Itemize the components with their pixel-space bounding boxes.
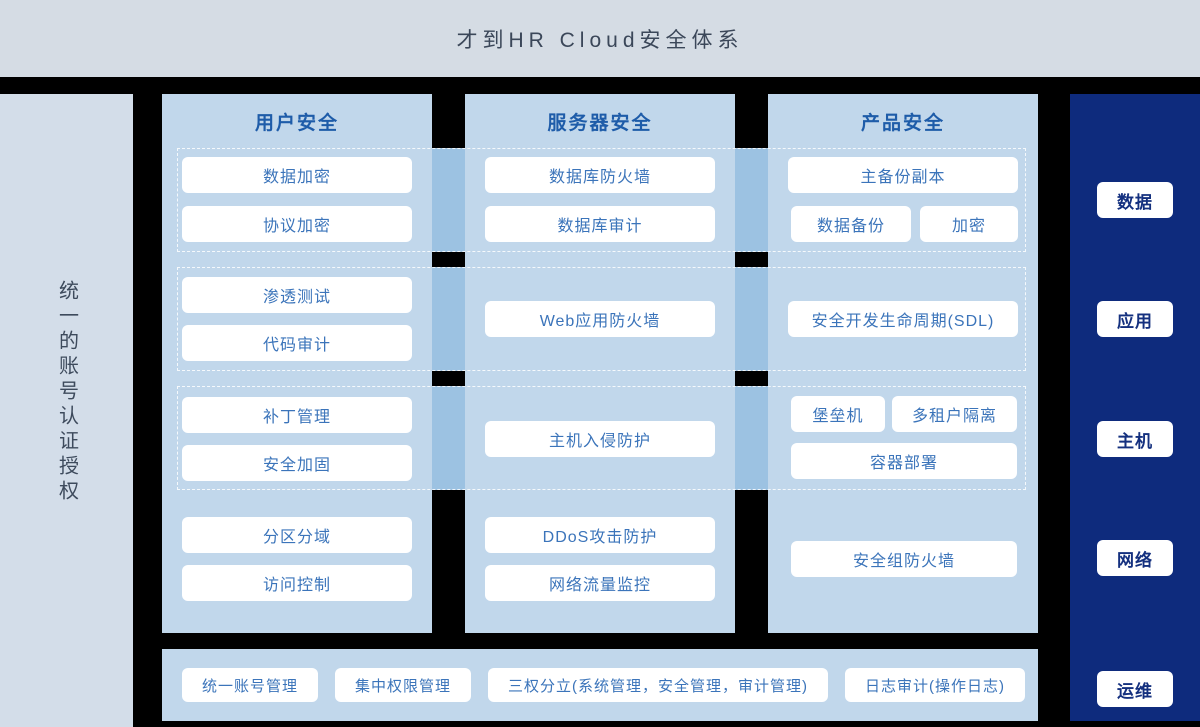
governance-centralized-permission-management: 集中权限管理 bbox=[335, 668, 472, 702]
node-ddos-protection: DDoS攻击防护 bbox=[485, 517, 715, 553]
node-penetration-testing: 渗透测试 bbox=[182, 277, 412, 313]
connector-band bbox=[735, 148, 768, 252]
node-web-application-firewall: Web应用防火墙 bbox=[485, 301, 715, 337]
connector-band bbox=[432, 386, 465, 490]
node-container-deployment: 容器部署 bbox=[791, 443, 1017, 479]
bottom-bar-governance: 统一账号管理 集中权限管理 三权分立(系统管理，安全管理，审计管理) 日志审计(… bbox=[162, 649, 1038, 721]
node-bastion-host: 堡垒机 bbox=[791, 396, 885, 432]
node-data-backup: 数据备份 bbox=[791, 206, 911, 242]
layer-chip-operations: 运维 bbox=[1097, 671, 1173, 707]
node-secure-development-lifecycle: 安全开发生命周期(SDL) bbox=[788, 301, 1018, 337]
layer-chip-application: 应用 bbox=[1097, 301, 1173, 337]
column-title: 用户安全 bbox=[254, 113, 339, 134]
layer-chip-host: 主机 bbox=[1097, 421, 1173, 457]
column-title: 产品安全 bbox=[860, 113, 945, 134]
left-sidebar-auth: 统一的账号认证授权 bbox=[0, 94, 133, 727]
node-network-traffic-monitoring: 网络流量监控 bbox=[485, 565, 715, 601]
governance-log-audit: 日志审计(操作日志) bbox=[845, 668, 1026, 702]
security-board: 用户安全 数据加密 协议加密 渗透测试 代码审计 补丁管理 安全加固 分区分域 … bbox=[162, 94, 1038, 633]
node-data-encryption: 数据加密 bbox=[182, 157, 412, 193]
node-patch-management: 补丁管理 bbox=[182, 397, 412, 433]
page-title: 才到HR Cloud安全体系 bbox=[456, 28, 744, 52]
node-partition-zoning: 分区分域 bbox=[182, 517, 412, 553]
node-protocol-encryption: 协议加密 bbox=[182, 206, 412, 242]
node-primary-backup-replica: 主备份副本 bbox=[788, 157, 1018, 193]
right-sidebar-layers: 数据 应用 主机 网络 运维 bbox=[1070, 94, 1200, 721]
node-access-control: 访问控制 bbox=[182, 565, 412, 601]
connector-band bbox=[735, 267, 768, 371]
node-database-audit: 数据库审计 bbox=[485, 206, 715, 242]
connector-band bbox=[735, 386, 768, 490]
node-security-group-firewall: 安全组防火墙 bbox=[791, 541, 1017, 577]
node-host-intrusion-prevention: 主机入侵防护 bbox=[485, 421, 715, 457]
connector-band bbox=[432, 267, 465, 371]
column-user-security: 用户安全 数据加密 协议加密 渗透测试 代码审计 补丁管理 安全加固 分区分域 … bbox=[162, 94, 432, 633]
layer-chip-data: 数据 bbox=[1097, 182, 1173, 218]
node-code-audit: 代码审计 bbox=[182, 325, 412, 361]
left-sidebar-label: 统一的账号认证授权 bbox=[55, 280, 78, 505]
connector-band bbox=[432, 148, 465, 252]
node-encryption: 加密 bbox=[920, 206, 1018, 242]
node-multi-tenant-isolation: 多租户隔离 bbox=[892, 396, 1017, 432]
layer-chip-network: 网络 bbox=[1097, 540, 1173, 576]
governance-separation-of-powers: 三权分立(系统管理，安全管理，审计管理) bbox=[488, 668, 829, 702]
column-product-security: 产品安全 主备份副本 数据备份 加密 安全开发生命周期(SDL) 堡垒机 多租户… bbox=[768, 94, 1038, 633]
column-server-security: 服务器安全 数据库防火墙 数据库审计 Web应用防火墙 主机入侵防护 DDoS攻… bbox=[465, 94, 735, 633]
node-database-firewall: 数据库防火墙 bbox=[485, 157, 715, 193]
column-title: 服务器安全 bbox=[547, 113, 653, 134]
page-header: 才到HR Cloud安全体系 bbox=[0, 0, 1200, 77]
node-security-hardening: 安全加固 bbox=[182, 445, 412, 481]
governance-unified-account-management: 统一账号管理 bbox=[182, 668, 319, 702]
